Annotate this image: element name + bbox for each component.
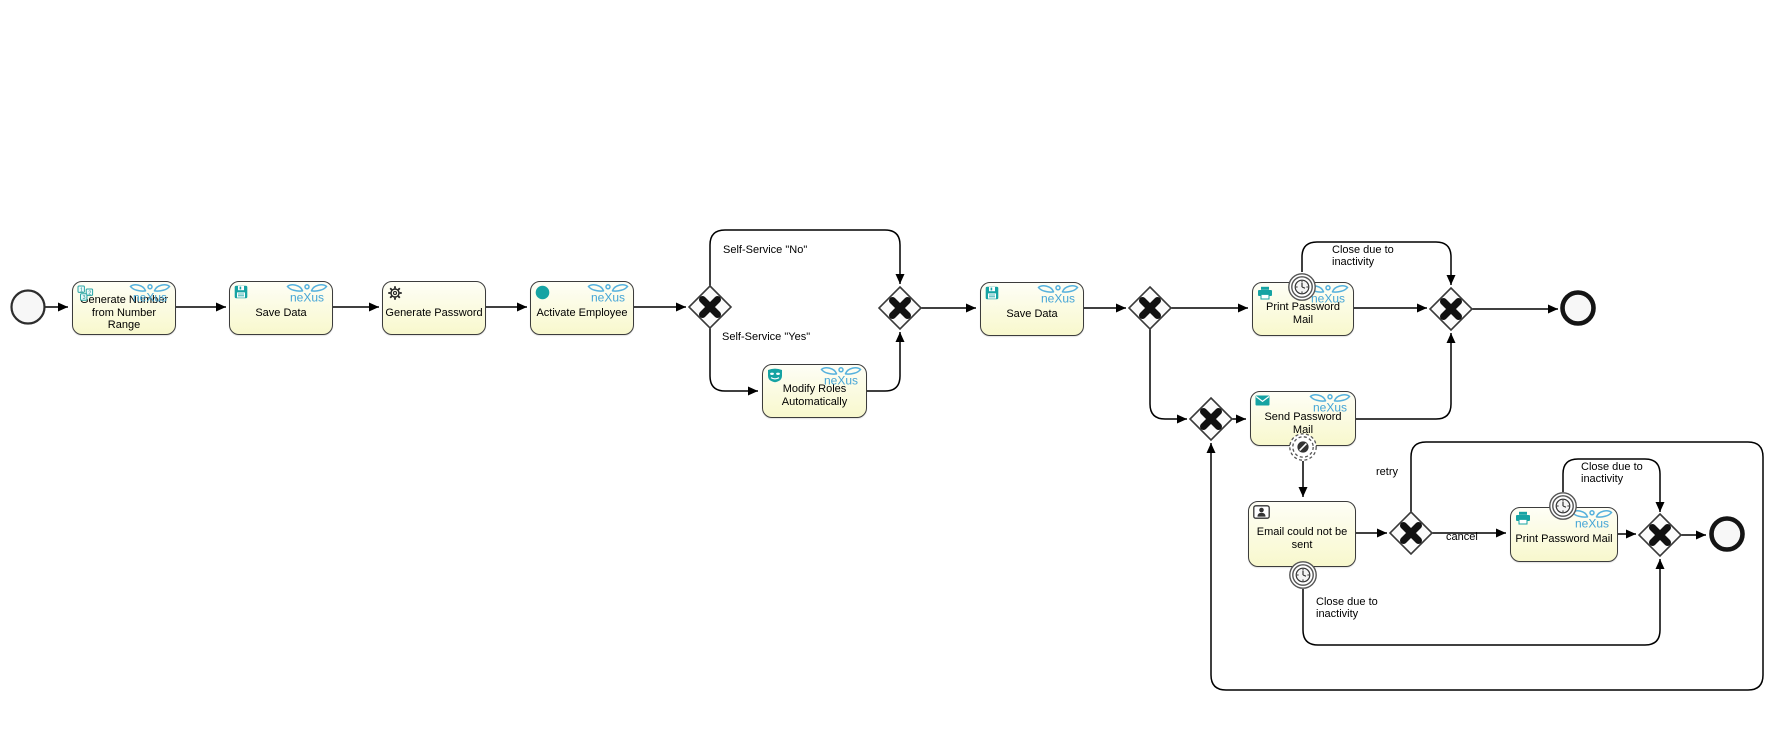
nexus-logo: neXus bbox=[1305, 284, 1351, 306]
brand-text: neXus bbox=[1313, 401, 1347, 415]
task-send-password-mail[interactable]: neXus Send Password Mail bbox=[1250, 391, 1356, 446]
nexus-logo: neXus bbox=[284, 283, 330, 305]
task-label: Send Password Mail bbox=[1264, 410, 1342, 436]
flow-label-self-service-yes: Self-Service "Yes" bbox=[722, 331, 811, 343]
brand-text: neXus bbox=[824, 374, 858, 388]
flow-label-close-inactivity-top: Close due to inactivity bbox=[1332, 244, 1394, 269]
gear-icon bbox=[387, 285, 403, 301]
task-save-data-1[interactable]: neXus Save Data bbox=[229, 281, 333, 335]
brand-text: neXus bbox=[1311, 292, 1345, 306]
task-label: Generate Number from Number Range bbox=[79, 293, 169, 332]
gateway-close-merge[interactable] bbox=[1637, 512, 1683, 558]
gateway-mail-merge[interactable] bbox=[1428, 286, 1474, 332]
gateway-email-failed-split[interactable] bbox=[1388, 510, 1434, 556]
svg-text:1: 1 bbox=[80, 287, 83, 293]
svg-text:3: 3 bbox=[83, 295, 86, 301]
gateway-self-service-split[interactable] bbox=[687, 284, 733, 330]
printer-icon bbox=[1515, 511, 1531, 525]
flow-label-cancel: cancel bbox=[1446, 531, 1478, 543]
svg-text:2: 2 bbox=[88, 290, 91, 296]
gateway-mail-split[interactable] bbox=[1127, 285, 1173, 331]
task-modify-roles[interactable]: neXus Modify Roles Automatically bbox=[762, 364, 867, 418]
flow-label-retry: retry bbox=[1376, 466, 1398, 478]
gateway-retry-merge[interactable] bbox=[1188, 396, 1234, 442]
task-label: Save Data bbox=[1006, 307, 1058, 320]
nexus-logo: neXus bbox=[1307, 393, 1353, 415]
sequence-flow-timer-close-bottom[interactable] bbox=[1562, 458, 1665, 512]
task-label: Print Password Mail bbox=[1515, 533, 1613, 546]
sequence-flow-self-service-no[interactable] bbox=[709, 229, 905, 286]
task-label: Modify Roles Automatically bbox=[781, 383, 848, 408]
task-activate-employee[interactable]: neXus Activate Employee bbox=[530, 281, 634, 335]
mask-icon bbox=[767, 368, 783, 383]
envelope-icon bbox=[1255, 395, 1270, 406]
nexus-logo: neXus bbox=[1035, 284, 1081, 306]
user-icon bbox=[1253, 505, 1270, 519]
flow-label-close-inactivity-bottom: Close due to inactivity bbox=[1581, 461, 1643, 486]
save-icon bbox=[234, 285, 248, 299]
task-label: Email could not be sent bbox=[1256, 526, 1348, 551]
start-event[interactable] bbox=[10, 289, 46, 325]
save-icon bbox=[985, 286, 999, 300]
sequence-flow-self-service-yes[interactable] bbox=[709, 328, 758, 396]
task-print-password-mail-1[interactable]: neXus Print Password Mail bbox=[1252, 282, 1354, 336]
sequence-flow-retry-loop[interactable] bbox=[1206, 441, 1764, 691]
nexus-logo: neXus bbox=[818, 366, 864, 388]
task-label: Save Data bbox=[255, 306, 307, 319]
brand-text: neXus bbox=[290, 291, 324, 305]
end-event-error-branch[interactable] bbox=[1709, 516, 1745, 552]
flow-label-self-service-no: Self-Service "No" bbox=[723, 244, 808, 256]
task-print-password-mail-2[interactable]: neXus Print Password Mail bbox=[1510, 507, 1618, 562]
task-save-data-2[interactable]: neXus Save Data bbox=[980, 282, 1084, 336]
task-label: Generate Password bbox=[385, 306, 483, 319]
status-circle-icon bbox=[535, 285, 550, 300]
brand-text: neXus bbox=[1575, 517, 1609, 531]
brand-text: neXus bbox=[133, 291, 167, 305]
task-email-not-sent[interactable]: Email could not be sent bbox=[1248, 501, 1356, 567]
flow-label-close-inactivity-email: Close due to inactivity bbox=[1316, 596, 1378, 621]
sequence-flow-modify-roles-to-merge[interactable] bbox=[867, 332, 905, 392]
brand-text: neXus bbox=[1041, 292, 1075, 306]
nexus-logo: neXus bbox=[1569, 509, 1615, 531]
printer-icon bbox=[1257, 286, 1273, 300]
nexus-logo: neXus bbox=[585, 283, 631, 305]
nexus-logo: neXus bbox=[127, 283, 173, 305]
sequence-flow-send-mail-to-merge[interactable] bbox=[1356, 333, 1456, 420]
gateway-self-service-merge[interactable] bbox=[877, 285, 923, 331]
task-label: Print Password Mail bbox=[1266, 301, 1340, 326]
sequence-flow-timer-close-top[interactable] bbox=[1301, 241, 1456, 285]
end-event-main[interactable] bbox=[1560, 290, 1596, 326]
task-label: Activate Employee bbox=[536, 306, 628, 319]
task-generate-password[interactable]: Generate Password bbox=[382, 281, 486, 335]
brand-text: neXus bbox=[591, 291, 625, 305]
sequence-flow-timer-close-email[interactable] bbox=[1302, 559, 1665, 646]
sequence-flow-split-to-send-branch[interactable] bbox=[1149, 329, 1187, 424]
